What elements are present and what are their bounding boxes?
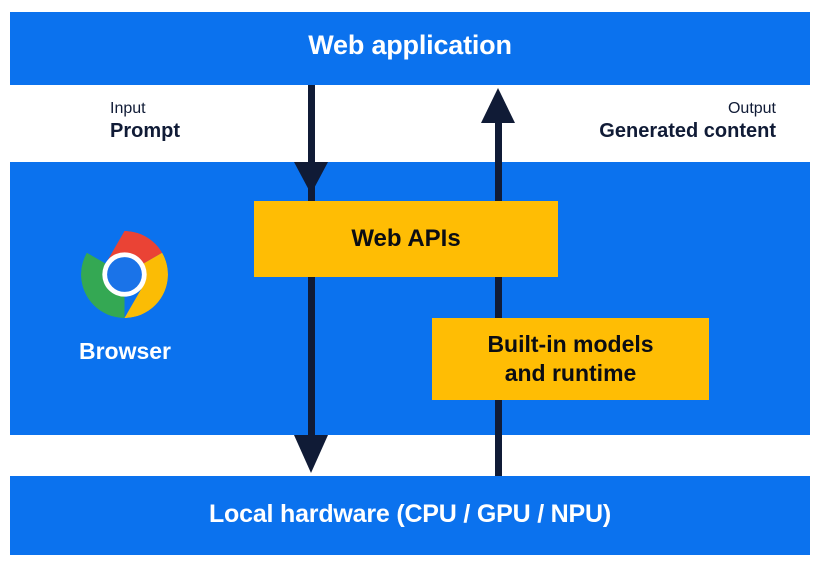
box-web-apis: Web APIs [254,201,558,277]
output-flow-arrow-head-top [481,88,515,123]
output-annotation: Output Generated content [599,100,776,143]
web-application-title: Web application [308,30,512,60]
input-flow-arrow-head-bottom [294,435,328,473]
input-label: Prompt [110,119,180,142]
box-web-apis-label: Web APIs [351,225,461,252]
input-flow-arrow-head-middle [294,162,328,194]
chrome-logo [81,231,168,318]
input-kicker: Input [110,100,146,117]
band-web-application [10,12,810,85]
output-kicker: Output [727,100,776,117]
box-builtin-models: Built-in models and runtime [432,318,709,400]
output-flow-arrow-shaft [495,120,502,476]
local-hardware-title: Local hardware (CPU / GPU / NPU) [208,500,611,528]
box-builtin-models-label: Built-in models and runtime [487,331,654,386]
output-label: Generated content [599,119,776,142]
input-annotation: Input Prompt [110,100,180,143]
band-local-hardware [10,476,810,555]
browser-label: Browser [78,338,172,364]
